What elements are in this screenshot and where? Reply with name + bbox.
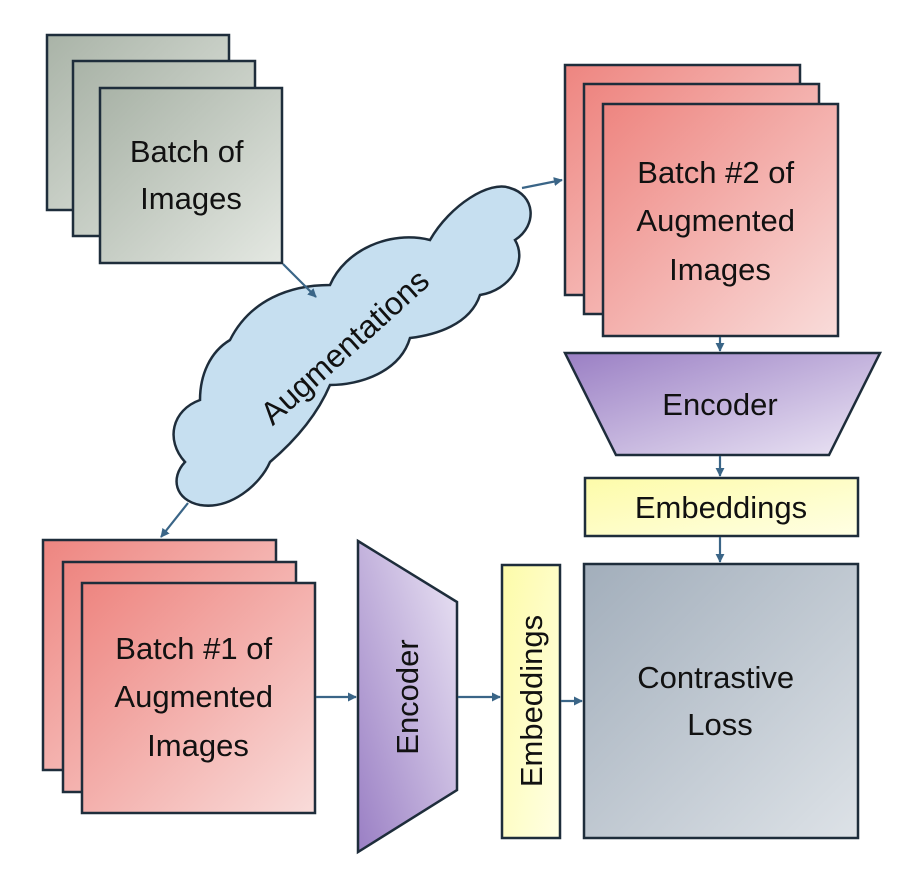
embeddings-top-label: Embeddings	[635, 490, 807, 525]
encoder-bottom	[356, 538, 459, 855]
batch1-line3: Images	[147, 728, 249, 763]
batch1-card-front	[80, 581, 317, 815]
batch1-stack	[41, 538, 317, 815]
batch1-label: Batch #1 of Augmented Images	[114, 631, 281, 763]
source-batch-card-front	[98, 86, 284, 265]
batch1-line1: Batch #1 of	[115, 631, 272, 666]
augmentations-cloud	[172, 185, 532, 507]
batch2-line1: Batch #2 of	[637, 155, 794, 190]
batch2-label: Batch #2 of Augmented Images	[636, 155, 803, 287]
source-batch-label: Batch of Images	[130, 134, 252, 216]
flow-arrows	[160, 177, 725, 706]
embeddings-side-label: Embeddings	[514, 615, 549, 787]
embeddings-top	[583, 476, 860, 538]
arrow-augment-to-batch2	[521, 177, 563, 190]
batch2-card-front	[601, 102, 840, 338]
encoder-top	[562, 351, 883, 457]
arrow-source-to-augment	[282, 263, 317, 298]
batch2-line2: Augmented	[636, 203, 795, 238]
batch2-line3: Images	[669, 252, 771, 287]
contrastive-loss-box	[582, 562, 860, 840]
contrastive-loss-label: Contrastive Loss	[637, 660, 802, 742]
source-batch-stack	[45, 33, 284, 265]
contrastive-loss-line2: Loss	[687, 707, 752, 742]
batch1-line2: Augmented	[114, 679, 273, 714]
embeddings-side	[500, 563, 562, 840]
arrow-augment-to-batch1	[160, 502, 189, 538]
batch2-stack	[563, 63, 840, 338]
encoder-bottom-label: Encoder	[390, 639, 425, 754]
contrastive-loss-line1: Contrastive	[637, 660, 794, 695]
source-batch-line2: Images	[140, 181, 242, 216]
source-batch-line1: Batch of	[130, 134, 244, 169]
encoder-top-label: Encoder	[662, 387, 777, 422]
